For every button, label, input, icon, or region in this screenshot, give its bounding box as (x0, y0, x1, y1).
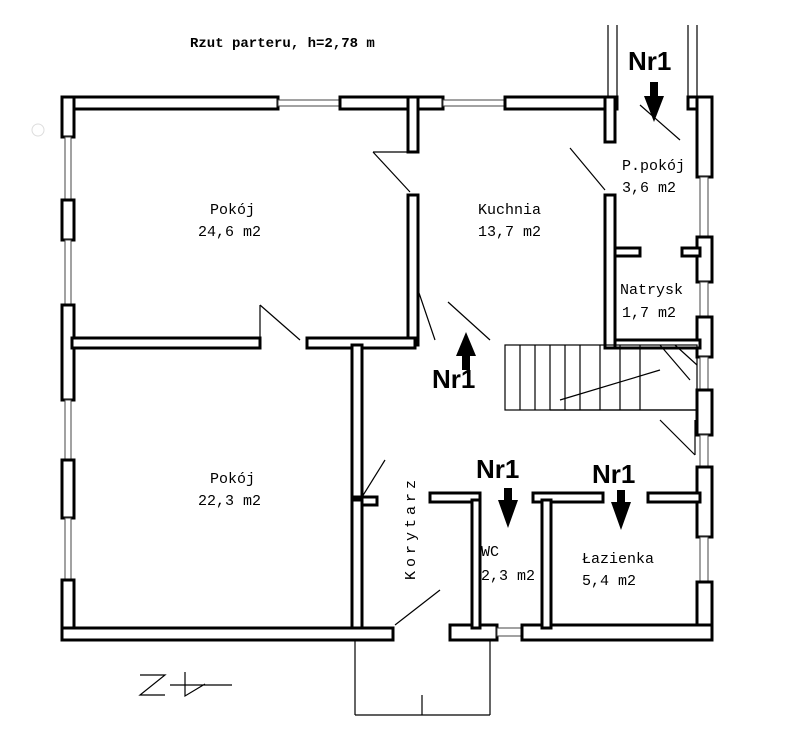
arrow-down-icon (498, 488, 518, 528)
room-area: 1,7 m2 (622, 305, 676, 322)
door-swings (259, 104, 696, 626)
room-name: P.pokój (622, 158, 685, 175)
marker-label: Nr1 (476, 454, 519, 484)
rear-entrance-steps (607, 25, 698, 97)
arrow-down-icon (611, 490, 631, 530)
arrow-down-icon (644, 82, 664, 122)
plan-title: Rzut parteru, h=2,78 m (190, 36, 375, 52)
room-area: 2,3 m2 (481, 568, 535, 585)
front-entrance-steps (354, 640, 491, 716)
outer-walls (60, 95, 714, 642)
room-name: WC (481, 544, 499, 561)
orientation-mark-text: ZP (0, 0, 2, 1)
marker-label: Nr1 (592, 459, 635, 489)
marker-label: Nr1 (628, 46, 671, 76)
orientation-mark (138, 672, 232, 698)
room-name: Kuchnia (478, 202, 541, 219)
room-area: 22,3 m2 (198, 493, 261, 510)
room-name: Pokój (210, 202, 255, 219)
room-area: 3,6 m2 (622, 180, 676, 197)
room-name: Pokój (210, 471, 255, 488)
arrow-up-icon (456, 332, 476, 370)
room-name: Natrysk (620, 282, 683, 299)
room-area: 24,6 m2 (198, 224, 261, 241)
room-area: 5,4 m2 (582, 573, 636, 590)
staircase (504, 344, 698, 411)
interior-walls (70, 95, 702, 630)
scan-artifact (31, 123, 45, 137)
room-name: Korytarz (403, 476, 420, 580)
room-area: 13,7 m2 (478, 224, 541, 241)
room-name: Łazienka (582, 551, 654, 568)
